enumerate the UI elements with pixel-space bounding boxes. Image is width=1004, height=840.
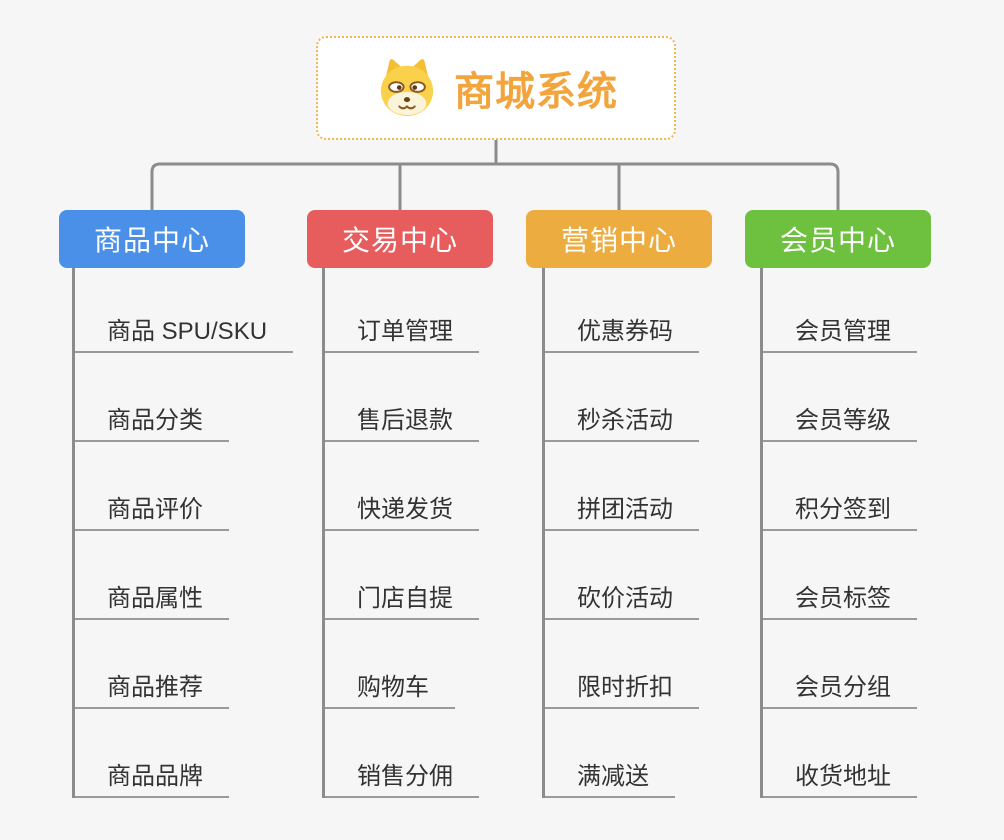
leaf-node[interactable]: 积分签到 [763,489,917,531]
leaf-row: 满减送 [545,709,699,798]
leaf-row: 商品 SPU/SKU [75,268,294,353]
leaf-node[interactable]: 优惠券码 [545,311,699,353]
leaf-row: 商品推荐 [75,620,293,709]
leaf-row: 会员标签 [763,531,917,620]
root-node[interactable]: 商城系统 [316,36,676,140]
leaf-row: 购物车 [325,620,479,709]
leaf-node[interactable]: 限时折扣 [545,667,699,709]
leaf-node[interactable]: 会员等级 [763,400,917,442]
branch-node-marketing-center[interactable]: 营销中心 [526,210,712,268]
leaf-node[interactable]: 秒杀活动 [545,400,699,442]
root-title: 商城系统 [454,70,618,114]
branch-children-marketing-center: 优惠券码 秒杀活动 拼团活动 砍价活动 限时折扣 满减送 [542,268,699,798]
leaf-node[interactable]: 购物车 [325,667,455,709]
leaf-row: 秒杀活动 [545,353,699,442]
leaf-node[interactable]: 满减送 [545,756,675,798]
branch-bus-line [150,162,840,210]
shiba-dog-icon [374,58,440,118]
leaf-row: 商品评价 [75,442,293,531]
leaf-node[interactable]: 商品属性 [75,578,229,620]
leaf-node[interactable]: 销售分佣 [325,756,479,798]
branch-node-member-center[interactable]: 会员中心 [745,210,931,268]
leaf-node[interactable]: 商品品牌 [75,756,229,798]
leaf-node[interactable]: 快递发货 [325,489,479,531]
leaf-node[interactable]: 商品推荐 [75,667,229,709]
branch-node-product-center[interactable]: 商品中心 [59,210,245,268]
leaf-row: 商品品牌 [75,709,293,798]
leaf-node[interactable]: 商品 SPU/SKU [75,311,294,353]
leaf-node[interactable]: 会员标签 [763,578,917,620]
leaf-node[interactable]: 收货地址 [763,756,917,798]
leaf-row: 优惠券码 [545,268,699,353]
leaf-node[interactable]: 拼团活动 [545,489,699,531]
leaf-row: 会员分组 [763,620,917,709]
leaf-node[interactable]: 会员管理 [763,311,917,353]
leaf-row: 商品分类 [75,353,293,442]
branch-children-member-center: 会员管理 会员等级 积分签到 会员标签 会员分组 收货地址 [760,268,917,798]
leaf-row: 商品属性 [75,531,293,620]
leaf-node[interactable]: 会员分组 [763,667,917,709]
leaf-node[interactable]: 商品分类 [75,400,229,442]
leaf-node[interactable]: 商品评价 [75,489,229,531]
leaf-row: 售后退款 [325,353,479,442]
leaf-row: 订单管理 [325,268,479,353]
leaf-row: 会员管理 [763,268,917,353]
leaf-row: 会员等级 [763,353,917,442]
leaf-node[interactable]: 售后退款 [325,400,479,442]
leaf-row: 积分签到 [763,442,917,531]
leaf-row: 快递发货 [325,442,479,531]
leaf-row: 门店自提 [325,531,479,620]
leaf-row: 砍价活动 [545,531,699,620]
branch-children-product-center: 商品 SPU/SKU 商品分类 商品评价 商品属性 商品推荐 商品品牌 [72,268,294,798]
leaf-row: 销售分佣 [325,709,479,798]
leaf-row: 收货地址 [763,709,917,798]
branch-node-trade-center[interactable]: 交易中心 [307,210,493,268]
leaf-row: 拼团活动 [545,442,699,531]
leaf-node[interactable]: 门店自提 [325,578,479,620]
leaf-row: 限时折扣 [545,620,699,709]
leaf-node[interactable]: 砍价活动 [545,578,699,620]
leaf-node[interactable]: 订单管理 [325,311,479,353]
branch-children-trade-center: 订单管理 售后退款 快递发货 门店自提 购物车 销售分佣 [322,268,479,798]
